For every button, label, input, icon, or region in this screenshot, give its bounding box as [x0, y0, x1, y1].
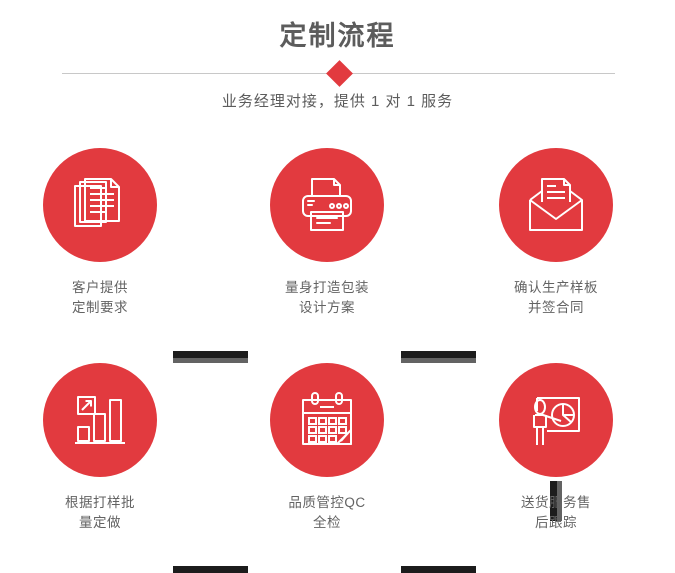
envelope-letter-icon [529, 178, 583, 231]
step-3-icon-circle [499, 148, 613, 262]
process-step-3[interactable]: 确认生产样板 并签合同 [476, 148, 636, 318]
title-divider [62, 60, 615, 87]
printer-icon [302, 178, 352, 231]
process-step-4[interactable]: 根据打样批 量定做 [20, 363, 180, 533]
header: 定制流程 业务经理对接，提供 1 对 1 服务 [0, 0, 675, 130]
process-step-6[interactable]: 送货服务售 后跟踪 [476, 363, 636, 533]
connector-step1-step2 [173, 351, 248, 358]
documents-stack-icon [74, 178, 120, 227]
step-5-label: 品质管控QC 全检 [288, 495, 366, 530]
connector-step3-step6 [550, 481, 557, 521]
step-2-label: 量身打造包装 设计方案 [285, 280, 369, 315]
process-flow: 客户提供 定制要求 [0, 148, 675, 573]
step-6-icon-circle [499, 363, 613, 477]
page-title: 定制流程 [279, 21, 396, 51]
process-step-5[interactable]: 品质管控QC 全检 [247, 363, 407, 533]
step-6-label: 送货服务售 后跟踪 [521, 495, 591, 530]
page-subtitle: 业务经理对接，提供 1 对 1 服务 [221, 93, 454, 110]
step-3-label: 确认生产样板 并签合同 [514, 280, 598, 315]
step-5-icon-circle [270, 363, 384, 477]
step-1-label: 客户提供 定制要求 [72, 280, 128, 315]
calendar-icon [302, 392, 352, 445]
step-4-label: 根据打样批 量定做 [65, 495, 135, 530]
connector-step5-step6 [401, 566, 476, 573]
diamond-icon [325, 60, 353, 87]
step-1-icon-circle [43, 148, 157, 262]
connector-step4-step5 [173, 566, 248, 573]
presenter-pie-chart-icon [533, 397, 580, 445]
step-2-icon-circle [270, 148, 384, 262]
process-step-2[interactable]: 量身打造包装 设计方案 [247, 148, 407, 318]
bar-chart-growth-icon [75, 396, 125, 444]
connector-step2-step3 [401, 351, 476, 358]
process-step-1[interactable]: 客户提供 定制要求 [20, 148, 180, 318]
step-4-icon-circle [43, 363, 157, 477]
